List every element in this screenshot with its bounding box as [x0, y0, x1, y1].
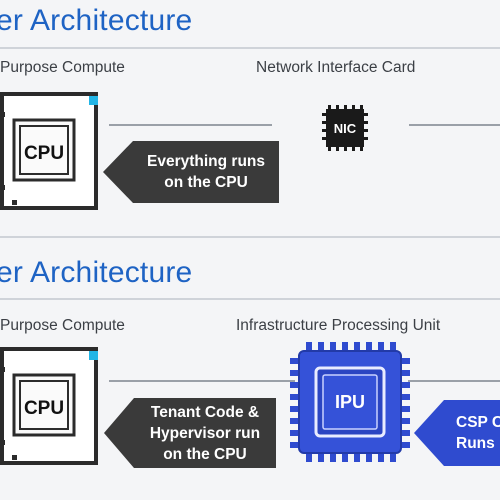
section1-nic-label: Network Interface Card: [256, 59, 416, 76]
callout-line: Hypervisor run: [149, 424, 261, 442]
nic-chip-icon: NIC: [322, 105, 368, 151]
section2-connector-right: [408, 380, 500, 382]
section-divider: [0, 236, 500, 238]
callout-line: on the CPU: [164, 174, 248, 191]
callout-line: Everything runs: [147, 153, 265, 170]
cpu-chip-icon: CPU: [0, 92, 98, 210]
csp-callout: CSP C Runs: [446, 400, 500, 466]
callout-arrow-shape: [103, 141, 279, 203]
section1-general-compute-label: Purpose Compute: [0, 59, 125, 76]
section1-connector-left: [109, 124, 272, 126]
ipu-chip-icon: IPU: [290, 342, 410, 462]
section1-callout: Everything runs on the CPU: [133, 141, 279, 203]
section2-connector-left: [109, 380, 295, 382]
cpu-chip-label: CPU: [24, 398, 64, 419]
section2-general-compute-label: Purpose Compute: [0, 317, 125, 334]
corner-dot: [89, 351, 98, 360]
section2-ipu-label: Infrastructure Processing Unit: [236, 317, 441, 334]
callout-arrow-shape: [104, 398, 276, 468]
section2-title: er Architecture: [0, 256, 193, 289]
section1-title: er Architecture: [0, 4, 193, 37]
csp-callout-shape: [414, 400, 500, 466]
ipu-chip-label: IPU: [335, 392, 365, 412]
callout-line: CSP C: [456, 414, 500, 431]
section1-connector-right: [409, 124, 500, 126]
callout-line: Runs: [456, 435, 495, 452]
corner-dot: [89, 96, 98, 105]
cpu-chip-icon: CPU: [0, 347, 98, 465]
section1-title-divider: [0, 47, 500, 49]
callout-line: Tenant Code &: [150, 403, 260, 421]
nic-chip-label: NIC: [334, 121, 357, 136]
callout-line: on the CPU: [163, 445, 247, 463]
cpu-chip-label: CPU: [24, 143, 64, 164]
section2-title-divider: [0, 298, 500, 300]
section2-callout: Tenant Code & Hypervisor run on the CPU: [134, 398, 276, 468]
